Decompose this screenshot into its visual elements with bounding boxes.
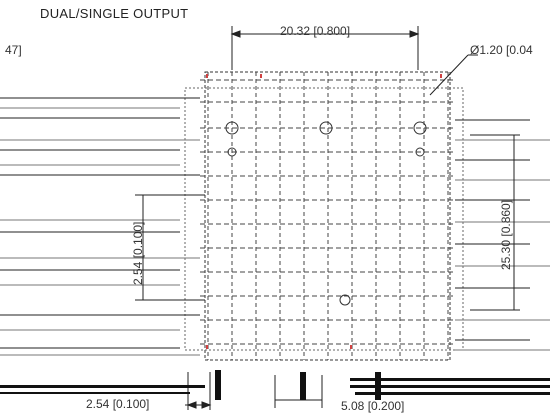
- bottom-pin-bars: [0, 370, 550, 400]
- mounting-hole: [227, 147, 237, 157]
- right-leader-lines: [455, 119, 550, 351]
- hole-leader: [429, 54, 469, 96]
- top-width-dimension: 20.32 [0.800]: [280, 24, 351, 38]
- outer-frame: [184, 71, 464, 361]
- right-vertical-dimension-label: 25.30 [0.860]: [499, 199, 513, 270]
- left-vertical-dimension-label: 2.54 [0.100]: [131, 221, 145, 285]
- pin-grid: [200, 72, 455, 360]
- mounting-hole: [319, 121, 333, 135]
- hole-diameter-dimension: Ø1.20 [0.04: [470, 43, 533, 57]
- diagram-title: DUAL/SINGLE OUTPUT: [40, 6, 189, 21]
- left-leader-lines: [0, 97, 200, 356]
- mounting-hole: [339, 294, 351, 306]
- bottom-left-dimension-label: 2.54 [0.100]: [86, 397, 150, 411]
- pin-accents: [206, 74, 442, 349]
- mounting-hole: [415, 147, 425, 157]
- bottom-right-dimension-label: 5.08 [0.200]: [341, 399, 405, 413]
- mounting-holes: [225, 121, 427, 306]
- mounting-hole: [413, 121, 427, 135]
- left-dimension-fragment: 47]: [5, 43, 22, 57]
- mounting-hole: [225, 121, 239, 135]
- dimension-arrows: [135, 26, 520, 410]
